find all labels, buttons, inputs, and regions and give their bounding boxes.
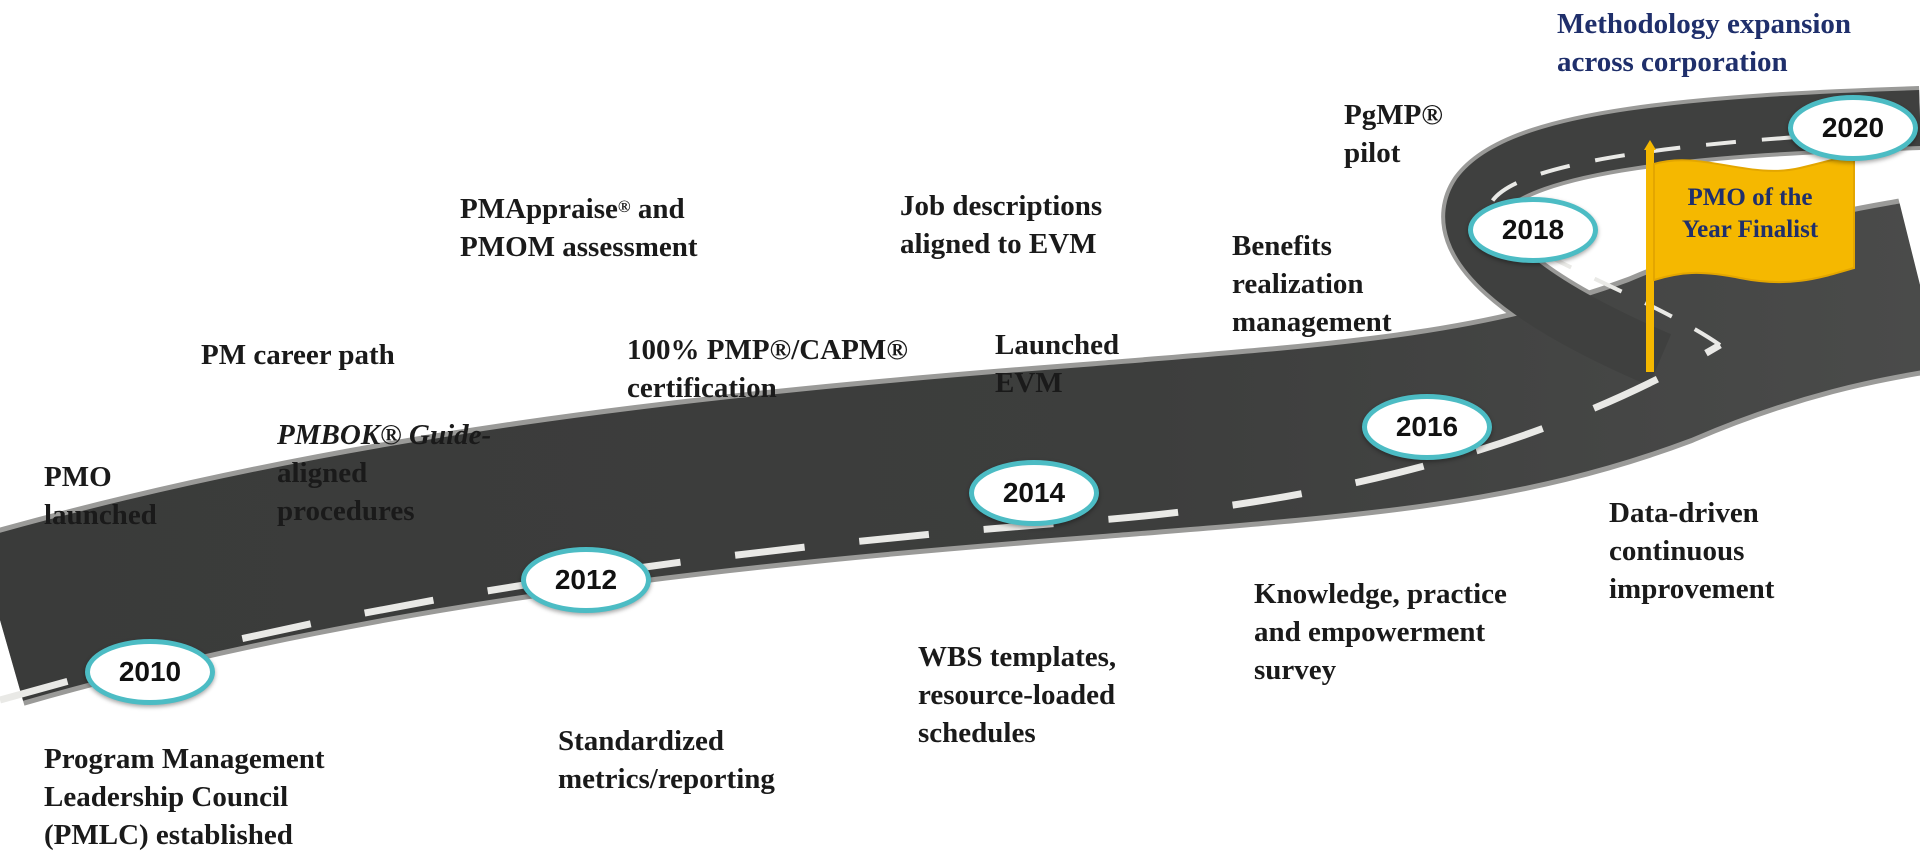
label-line: PMOM assessment <box>460 231 698 263</box>
year-badge-2014: 2014 <box>969 460 1099 526</box>
label-line: Standardized <box>558 725 724 757</box>
label-benefits-realization: Benefits realization management <box>1232 227 1391 341</box>
label-line: Data-driven <box>1609 497 1759 529</box>
label-line: certification <box>627 372 777 404</box>
year-badge-2010: 2010 <box>85 639 215 705</box>
label-job-descriptions: Job descriptions aligned to EVM <box>900 187 1102 263</box>
label-line: aligned <box>277 457 368 489</box>
label-wbs-templates: WBS templates, resource-loaded schedules <box>918 638 1116 752</box>
road-center-line-upper <box>1487 128 1920 347</box>
road-surface <box>0 202 1920 701</box>
label-line: WBS templates, <box>918 641 1117 673</box>
label-line: Program Management <box>44 743 325 775</box>
label-line: (PMLC) established <box>44 819 293 851</box>
label-line: EVM <box>995 367 1063 399</box>
label-line: and empowerment <box>1254 616 1486 648</box>
label-line: aligned to EVM <box>900 228 1097 260</box>
label-line: Launched <box>995 329 1120 361</box>
year-badge-2020: 2020 <box>1788 95 1918 161</box>
label-line: PM career path <box>201 339 395 371</box>
label-line: improvement <box>1609 573 1775 605</box>
label-line: PMBOK® Guide- <box>277 419 492 451</box>
label-line: Leadership Council <box>44 781 289 813</box>
label-line: procedures <box>277 495 415 527</box>
registered-mark: ® <box>617 197 631 216</box>
label-line: PMAppraise® and <box>460 190 698 228</box>
label-pmappraise: PMAppraise® and PMOM assessment <box>460 190 698 266</box>
flag-line-2: Year Finalist <box>1681 216 1819 243</box>
road-center-line <box>0 341 1722 704</box>
label-methodology-expansion: Methodology expansion across corporation <box>1557 5 1851 81</box>
label-line: PMO <box>44 461 112 493</box>
label-standardized-metrics: Standardized metrics/reporting <box>558 722 775 798</box>
label-line: continuous <box>1609 535 1745 567</box>
label-line: Knowledge, practice <box>1254 578 1507 610</box>
flag-icon <box>1644 140 1855 372</box>
label-knowledge-survey: Knowledge, practice and empowerment surv… <box>1254 575 1507 689</box>
flag-line-1: PMO of the <box>1687 184 1813 211</box>
label-line: survey <box>1254 654 1337 686</box>
label-line: management <box>1232 306 1392 338</box>
label-line: realization <box>1232 268 1364 300</box>
label-text: PMAppraise <box>460 193 618 225</box>
label-data-driven: Data-driven continuous improvement <box>1609 494 1774 608</box>
label-line: pilot <box>1344 137 1401 169</box>
label-pm-career-path: PM career path <box>201 336 395 374</box>
label-line: schedules <box>918 717 1036 749</box>
label-line: Job descriptions <box>900 190 1103 222</box>
year-badge-2016: 2016 <box>1362 394 1492 460</box>
label-line: resource-loaded <box>918 679 1116 711</box>
label-line: PgMP® <box>1344 99 1443 131</box>
label-text: and <box>630 193 685 225</box>
flag-label: PMO of the Year Finalist <box>1655 182 1845 246</box>
label-pmbok-procedures: PMBOK® Guide- aligned procedures <box>277 416 491 530</box>
label-line: across corporation <box>1557 46 1788 78</box>
label-pgmp-pilot: PgMP® pilot <box>1344 96 1443 172</box>
label-launched-evm: Launched EVM <box>995 326 1119 402</box>
label-line: 100% PMP®/CAPM® <box>627 334 908 366</box>
label-line: metrics/reporting <box>558 763 775 795</box>
year-badge-2012: 2012 <box>521 547 651 613</box>
road-surface-upper <box>1445 90 1920 386</box>
label-line: Methodology expansion <box>1557 8 1852 40</box>
label-pmo-launched: PMO launched <box>44 458 157 534</box>
label-pmlc: Program Management Leadership Council (P… <box>44 740 325 854</box>
label-line: Benefits <box>1232 230 1332 262</box>
label-line: launched <box>44 499 157 531</box>
label-certification: 100% PMP®/CAPM® certification <box>627 331 908 407</box>
year-badge-2018: 2018 <box>1468 197 1598 263</box>
